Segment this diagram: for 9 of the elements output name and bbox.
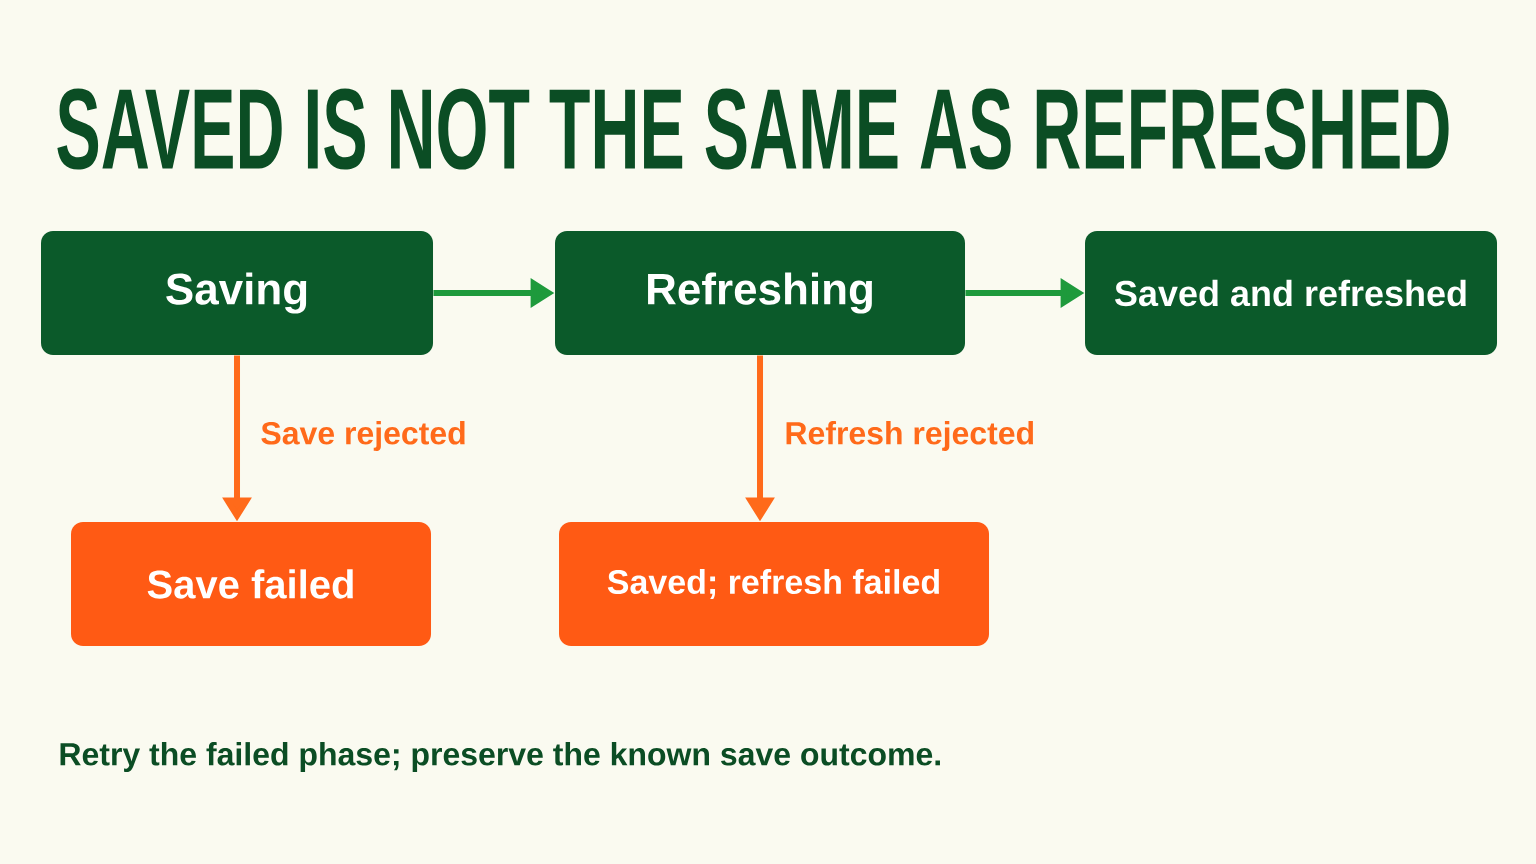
title: SAVED IS NOT THE SAME AS REFRESHED <box>57 88 1449 170</box>
process-box: Save failed <box>71 522 431 646</box>
process-box: Saved; refresh failed <box>559 522 989 646</box>
process-box: Refreshing <box>555 231 965 355</box>
note: Retry the failed phase; preserve the known save outcome. <box>60 742 940 772</box>
edge-label: Refresh rejected <box>786 421 1033 451</box>
edge-label: Save rejected <box>261 421 465 451</box>
process-box: Saved and refreshed <box>1085 231 1497 355</box>
process-box: Saving <box>41 231 433 355</box>
